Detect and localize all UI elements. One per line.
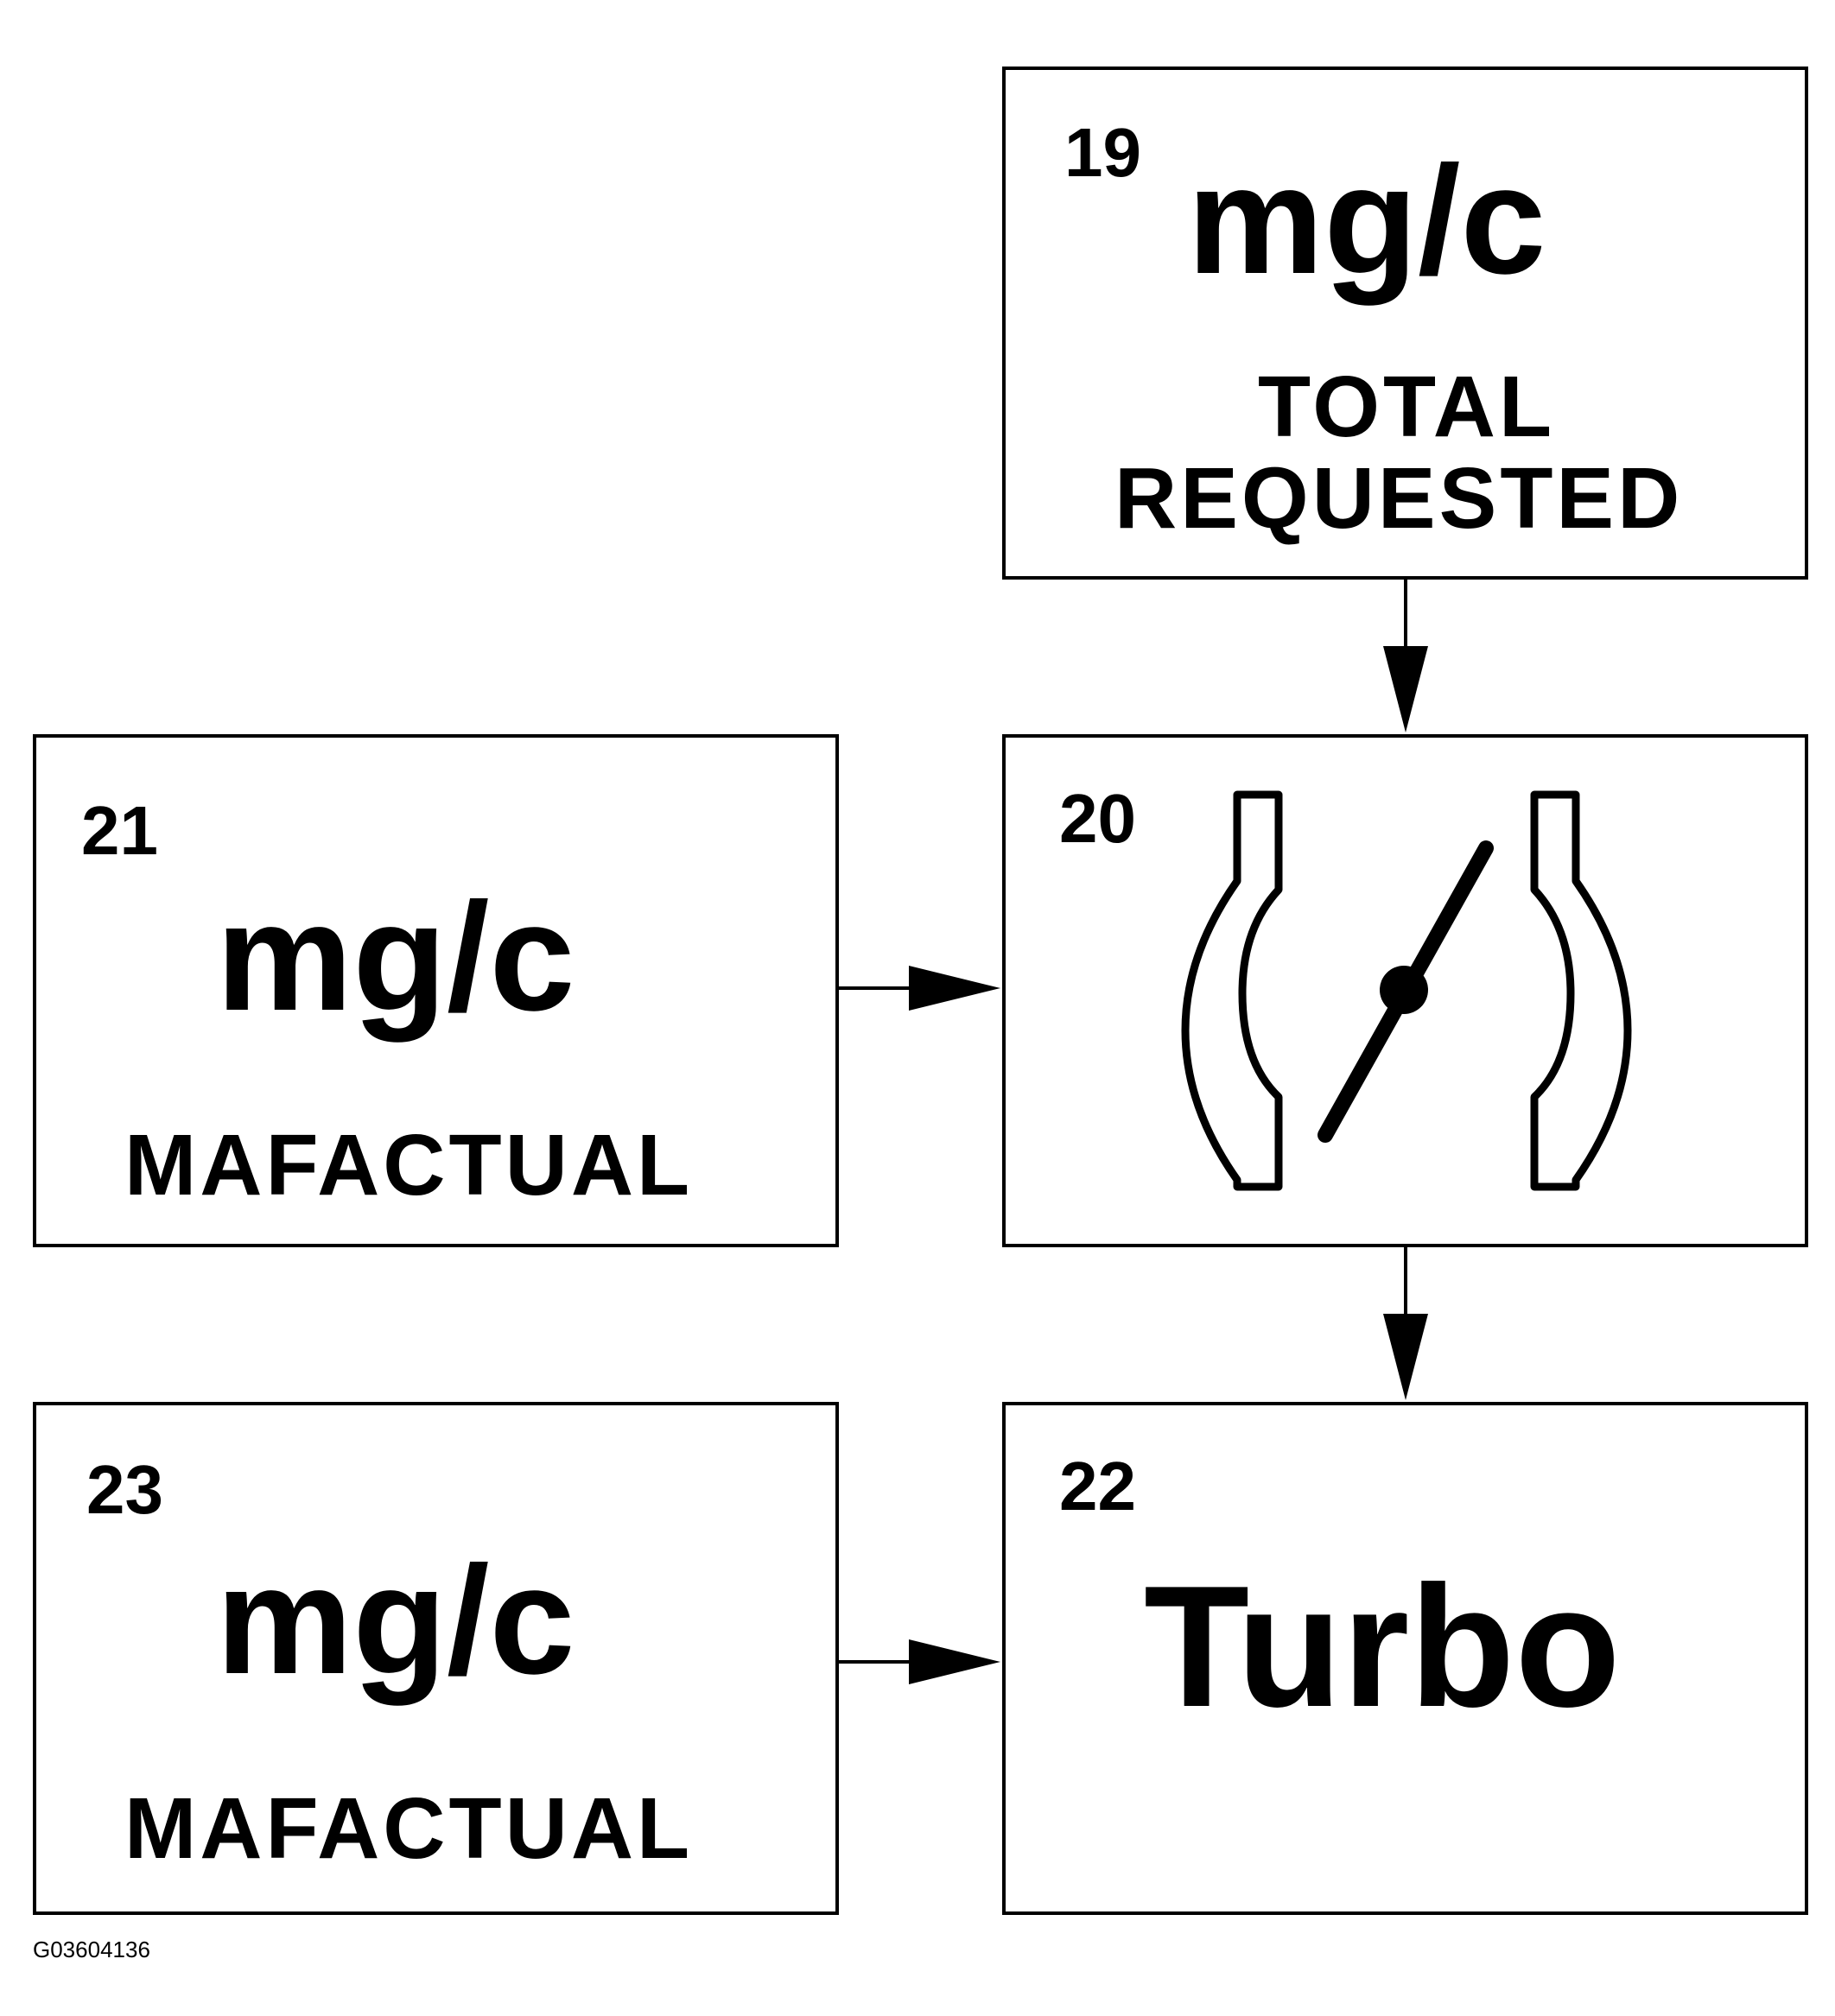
block-22-turbo: 22 Turbo: [1002, 1402, 1808, 1915]
block-19-unit: mg/c: [1187, 134, 1546, 306]
block-20-throttle: 20: [1002, 734, 1808, 1247]
arrow-20-to-22: [1383, 1247, 1428, 1400]
throttle-valve-icon: [1181, 790, 1632, 1191]
block-23-unit: mg/c: [216, 1534, 575, 1706]
block-23-mafactual: 23 mg/c MAFACTUAL: [33, 1402, 839, 1915]
block-23-caption: MAFACTUAL: [124, 1780, 694, 1877]
block-21-number: 21: [81, 792, 158, 869]
block-19-total-requested: 19 mg/c TOTAL REQUESTED: [1002, 67, 1808, 580]
block-21-mafactual: 21 mg/c MAFACTUAL: [33, 734, 839, 1247]
block-23-number: 23: [86, 1451, 163, 1528]
block-19-caption-line2: REQUESTED: [1114, 450, 1684, 547]
arrow-23-to-22: [839, 1639, 1000, 1684]
block-21-unit: mg/c: [216, 871, 575, 1043]
block-19-caption-line1: TOTAL: [1258, 358, 1556, 455]
figure-id: G03604136: [33, 1937, 150, 1962]
block-21-caption: MAFACTUAL: [124, 1117, 694, 1214]
block-20-number: 20: [1059, 780, 1136, 857]
arrow-21-to-20: [839, 966, 1000, 1011]
block-22-label: Turbo: [1144, 1550, 1621, 1743]
block-19-number: 19: [1064, 114, 1141, 191]
block-22-number: 22: [1059, 1448, 1136, 1525]
arrow-19-to-20: [1383, 580, 1428, 732]
